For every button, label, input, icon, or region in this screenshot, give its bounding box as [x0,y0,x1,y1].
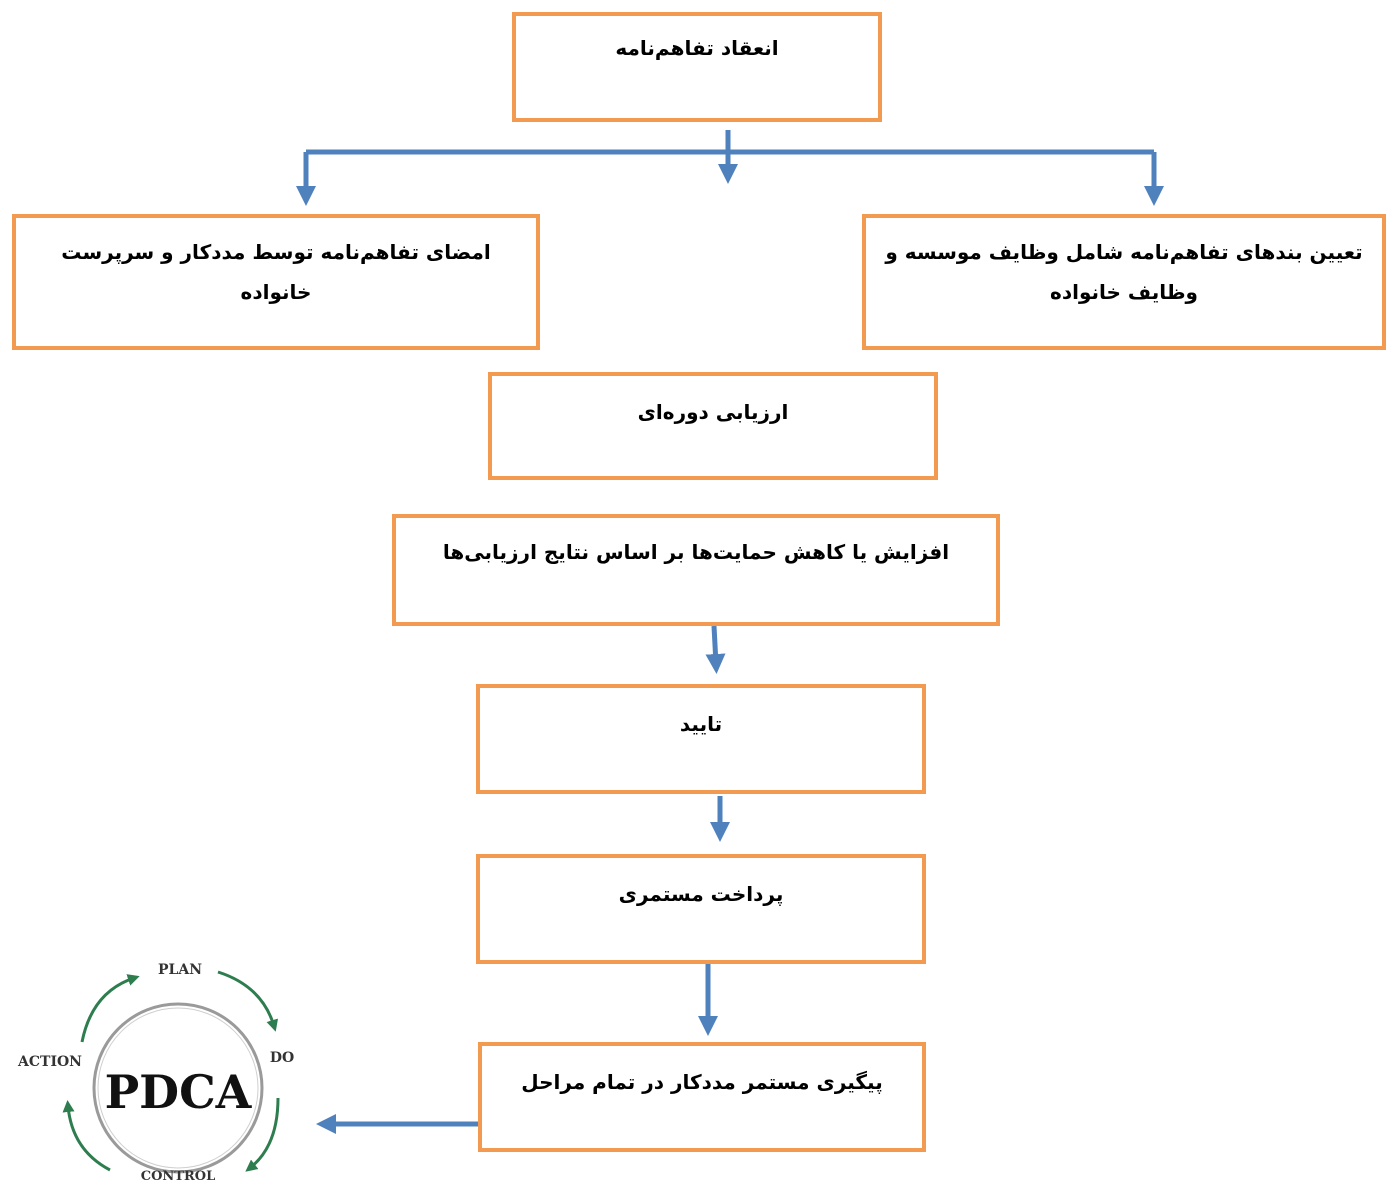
box-approval: تایید [476,684,926,794]
pdca-plan-label: PLAN [158,962,202,978]
pdca-center-label: PDCA [105,1065,253,1119]
pdca-cycle: PDCA PLAN DO CONTROL ACTION [17,962,294,1183]
arrow-to-approval [705,625,726,674]
box-followup: پیگیری مستمر مددکار در تمام مراحل [478,1042,926,1152]
box-signing: امضای تفاهم‌نامه توسط مددکار و سرپرست خا… [12,214,540,350]
box-payment-label: پرداخت مستمری [618,882,784,906]
box-agreement-label: انعقاد تفاهم‌نامه [615,36,779,60]
cycle-arrow-action-to-plan [80,974,140,1043]
box-agreement: انعقاد تفاهم‌نامه [512,12,882,122]
box-followup-label: پیگیری مستمر مددکار در تمام مراحل [521,1070,883,1094]
box-clauses-label: تعیین بندهای تفاهم‌نامه شامل وظایف موسسه… [885,240,1363,304]
box-adjust: افزایش یا کاهش حمایت‌ها بر اساس نتایج ار… [392,514,1000,626]
pdca-circle-inner [97,1007,259,1169]
box-payment: پرداخت مستمری [476,854,926,964]
cycle-arrow-control-to-action [62,1100,111,1172]
cycle-arrow-do-to-control [245,1097,280,1172]
pdca-do-label: DO [270,1050,294,1066]
box-clauses: تعیین بندهای تفاهم‌نامه شامل وظایف موسسه… [862,214,1386,350]
pdca-circle [92,1002,264,1174]
box-evaluation-label: ارزیابی دوره‌ای [637,400,789,424]
box-evaluation: ارزیابی دوره‌ای [488,372,938,480]
box-signing-label: امضای تفاهم‌نامه توسط مددکار و سرپرست خا… [61,240,491,304]
pdca-action-label: ACTION [17,1054,82,1070]
box-adjust-label: افزایش یا کاهش حمایت‌ها بر اساس نتایج ار… [442,540,950,564]
box-approval-label: تایید [679,712,723,736]
pdca-control-label: CONTROL [141,1169,216,1183]
cycle-arrow-plan-to-do [217,970,279,1032]
